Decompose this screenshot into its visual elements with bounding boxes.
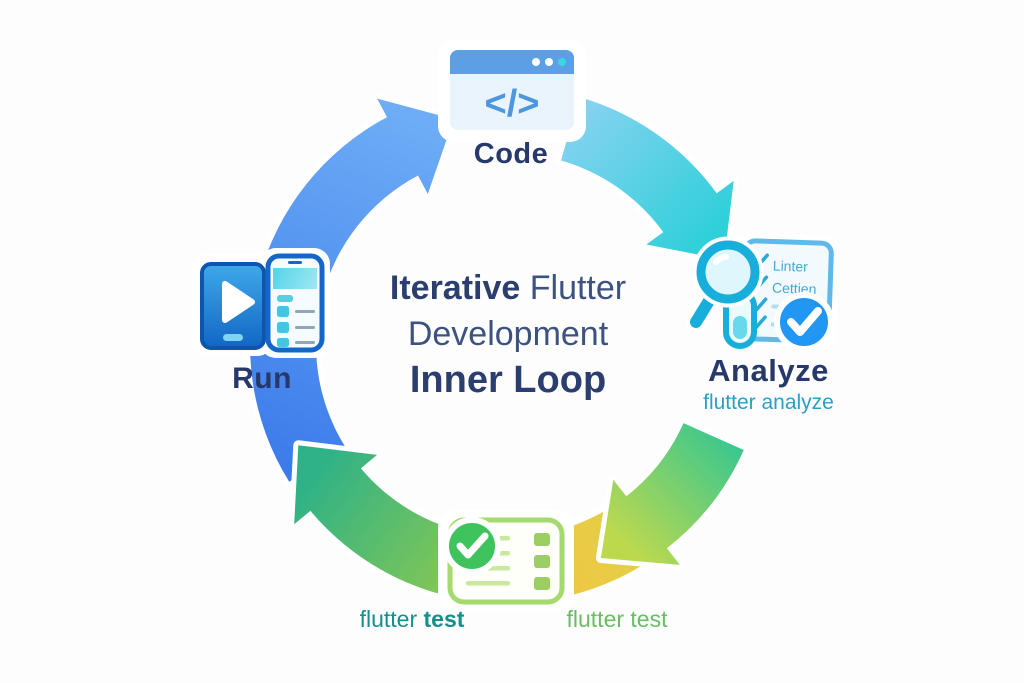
analyze-icons: Linter Cettien <box>686 232 840 352</box>
stage-label-code: Code <box>473 138 549 170</box>
window-dot-icon <box>532 58 540 66</box>
window-dot-icon <box>558 58 566 66</box>
stage-label-analyze: Analyze <box>708 353 829 388</box>
play-icon <box>222 281 255 323</box>
window-titlebar <box>450 50 574 74</box>
command-flutter-test-left: flutter test <box>359 606 465 632</box>
lint-item-1: Linter <box>773 257 809 274</box>
test-checklist-icon <box>438 510 574 612</box>
command-flutter-analyze: flutter analyze <box>703 391 834 414</box>
phone-app-icon <box>265 253 325 353</box>
run-devices-icon <box>192 248 330 358</box>
stage-label-run: Run <box>232 362 292 395</box>
diagram-title: Iterative Flutter Development Inner Loop <box>318 265 698 403</box>
magnifier-icon <box>686 236 764 332</box>
test-check-badge <box>443 517 501 575</box>
window-dot-icon <box>545 58 553 66</box>
code-glyph-icon: </> <box>485 83 540 125</box>
analyze-check-badge <box>774 292 834 352</box>
code-window-icon: </> <box>438 40 586 142</box>
title-line-3: Inner Loop <box>409 359 607 401</box>
arrow-code-to-analyze <box>556 92 739 265</box>
command-flutter-test-right: flutter test <box>566 606 668 632</box>
title-line-2: Development <box>407 315 609 353</box>
arrow-analyze-to-test <box>595 418 749 570</box>
title-line-1: Iterative Flutter <box>389 269 627 307</box>
tablet-play-icon <box>200 262 266 350</box>
